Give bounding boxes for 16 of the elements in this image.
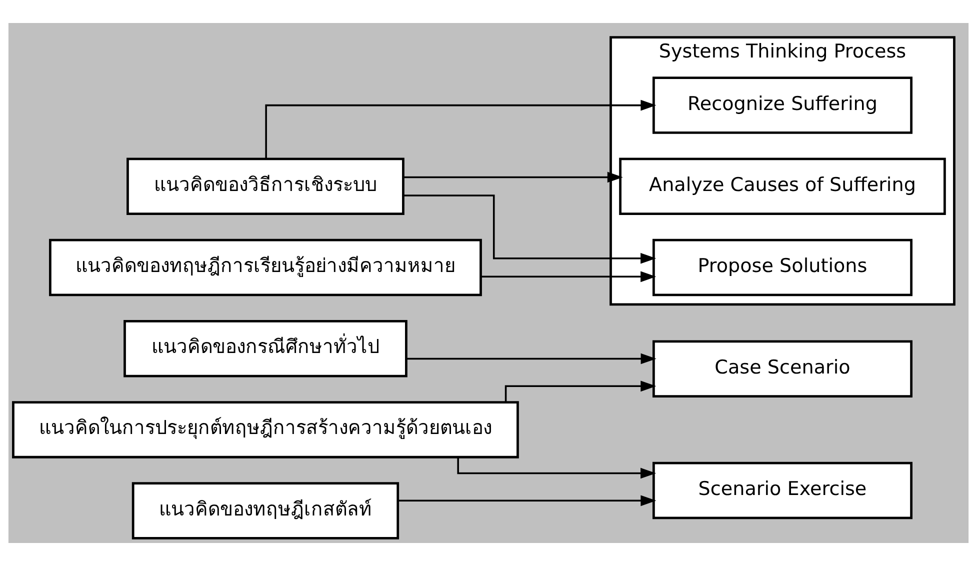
arrow — [398, 495, 656, 506]
node-box: แนวคิดของทฤษฎีการเรียนรู้อย่างมีความหมาย — [49, 238, 482, 296]
node-box: Recognize Suffering — [652, 76, 912, 134]
node-box: แนวคิดของกรณีศึกษาทั่วไป — [124, 320, 408, 378]
node-box: แนวคิดของทฤษฎีเกสตัลท์ — [132, 482, 400, 540]
arrow — [480, 271, 656, 282]
node-box: แนวคิดของวิธีการเชิงระบบ — [126, 158, 404, 216]
arrow — [403, 194, 656, 264]
node-box: Analyze Causes of Suffering — [619, 158, 946, 216]
arrow — [265, 100, 656, 159]
node-box: Case Scenario — [652, 340, 912, 398]
arrow — [406, 353, 656, 364]
node-box: Scenario Exercise — [652, 462, 912, 520]
arrow — [403, 172, 623, 183]
node-box: แนวคิดในการประยุกต์ทฤษฎีการสร้างความรู้ด้วยตนเอง — [12, 401, 519, 458]
node-box: Propose Solutions — [652, 238, 912, 296]
